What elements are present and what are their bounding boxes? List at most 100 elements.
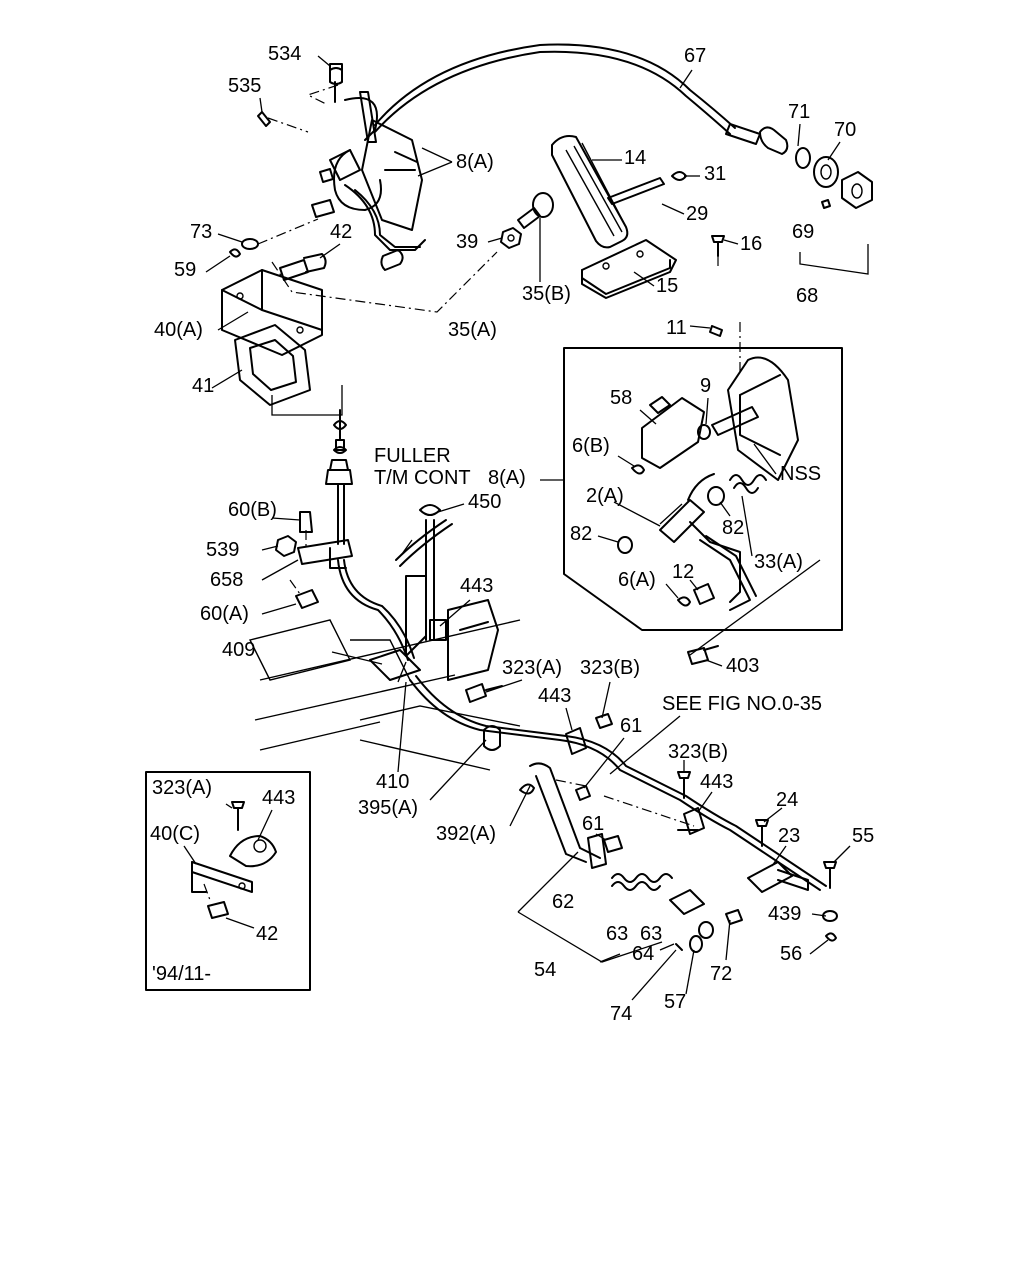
label-59: 59: [174, 259, 196, 281]
label-443-a: 443: [460, 575, 493, 597]
label-11: 11: [666, 317, 687, 339]
part-labels: 534 535 67 71 70 14 31 8(A) 29 16 69 73 …: [150, 43, 874, 1025]
detail-washer-9: [697, 424, 711, 440]
bracket-23: [747, 861, 809, 893]
label-61-b: 61: [582, 813, 604, 835]
lever-arm-62: [519, 762, 607, 869]
label-410: 410: [376, 771, 409, 793]
label-443-b: 443: [538, 685, 571, 707]
label-539: 539: [206, 539, 239, 561]
clip-31: [671, 171, 687, 181]
label-tm-cont: T/M CONT: [374, 467, 471, 489]
label-33a: 33(A): [754, 551, 803, 573]
label-67: 67: [684, 45, 706, 67]
label-403: 403: [726, 655, 759, 677]
inset-box: [145, 771, 311, 991]
label-24: 24: [776, 789, 798, 811]
label-534: 534: [268, 43, 301, 65]
nut-539: [275, 535, 297, 557]
bolt-535: [257, 111, 271, 127]
label-72: 72: [710, 963, 732, 985]
clamp-443-right: [677, 807, 705, 835]
pedal-base-15: [581, 239, 677, 299]
detail-bracket-nss: [727, 356, 799, 481]
detail-bushing-82-right: [707, 486, 725, 506]
bushing-70: [813, 156, 839, 188]
detail-bushing-12: [693, 583, 715, 605]
label-395a: 395(A): [358, 797, 418, 819]
label-fuller: FULLER: [374, 445, 451, 467]
label-6b: 6(B): [572, 435, 610, 457]
bolt-61-a: [575, 785, 591, 801]
label-70: 70: [834, 119, 856, 141]
label-439: 439: [768, 903, 801, 925]
detail-bushing-82-left: [617, 536, 633, 554]
gasket-41: [234, 324, 311, 406]
control-cable-lower: [337, 559, 415, 661]
label-42-top: 42: [330, 221, 352, 243]
label-323b-mid: 323(B): [580, 657, 640, 679]
label-58: 58: [610, 387, 632, 409]
label-9: 9: [700, 375, 711, 397]
clip-56: [825, 932, 837, 942]
label-68: 68: [796, 285, 818, 307]
bolt-323a-mid: [465, 683, 503, 703]
label-69: 69: [792, 221, 814, 243]
bolt-534: [329, 63, 343, 71]
bolt-24: [755, 819, 769, 847]
bolt-42-top: [279, 253, 327, 281]
detail-rod: [699, 535, 757, 611]
screw-69: [821, 199, 831, 209]
bracket-443-upper: [429, 619, 447, 641]
label-23: 23: [778, 825, 800, 847]
label-323b-right: 323(B): [668, 741, 728, 763]
pin-64: [675, 943, 683, 951]
label-443-c: 443: [700, 771, 733, 793]
cap-35b: [532, 192, 554, 218]
pedal-bracket-assembly: [311, 67, 426, 271]
nut-68: [841, 171, 873, 209]
label-57: 57: [664, 991, 686, 1013]
bolt-60b: [299, 511, 313, 533]
accelerator-pedal-14: [551, 135, 629, 249]
bolt-55: [823, 861, 837, 889]
stud-35a: [517, 207, 541, 229]
label-15: 15: [656, 275, 678, 297]
label-323a-mid: 323(A): [502, 657, 562, 679]
detail-shaft: [711, 406, 759, 436]
label-535: 535: [228, 75, 261, 97]
label-35a: 35(A): [448, 319, 497, 341]
bolt-72: [725, 909, 743, 925]
detail-spring-33a: [729, 474, 767, 494]
label-409: 409: [222, 639, 255, 661]
label-73: 73: [190, 221, 212, 243]
bolt-60a: [295, 589, 319, 609]
label-40a: 40(A): [154, 319, 203, 341]
label-35b: 35(B): [522, 283, 571, 305]
label-54: 54: [534, 959, 556, 981]
pin-29: [607, 177, 665, 205]
label-55: 55: [852, 825, 874, 847]
detail-clip-6b: [631, 464, 645, 475]
leader-lines: [183, 55, 851, 1001]
label-8a-mid: 8(A): [488, 467, 526, 489]
label-12: 12: [672, 561, 694, 583]
bracket-658: [297, 539, 353, 569]
label-14: 14: [624, 147, 646, 169]
label-60a: 60(A): [200, 603, 249, 625]
inset-label-date: '94/11-: [152, 963, 211, 985]
inset-label-323a: 323(A): [152, 777, 212, 799]
label-63-a: 63: [606, 923, 628, 945]
bolt-403: [687, 645, 719, 665]
bolt-61-b: [603, 835, 623, 853]
label-82-right: 82: [722, 517, 744, 539]
label-41: 41: [192, 375, 214, 397]
label-39: 39: [456, 231, 478, 253]
label-see-fig: SEE FIG NO.0-35: [662, 693, 822, 715]
detail-clip-6a: [677, 596, 691, 607]
washer-57: [689, 935, 703, 953]
clamp-395a: [483, 725, 501, 751]
inset-label-42: 42: [256, 923, 278, 945]
detail-lever-2a: [659, 473, 741, 603]
label-450: 450: [468, 491, 501, 513]
